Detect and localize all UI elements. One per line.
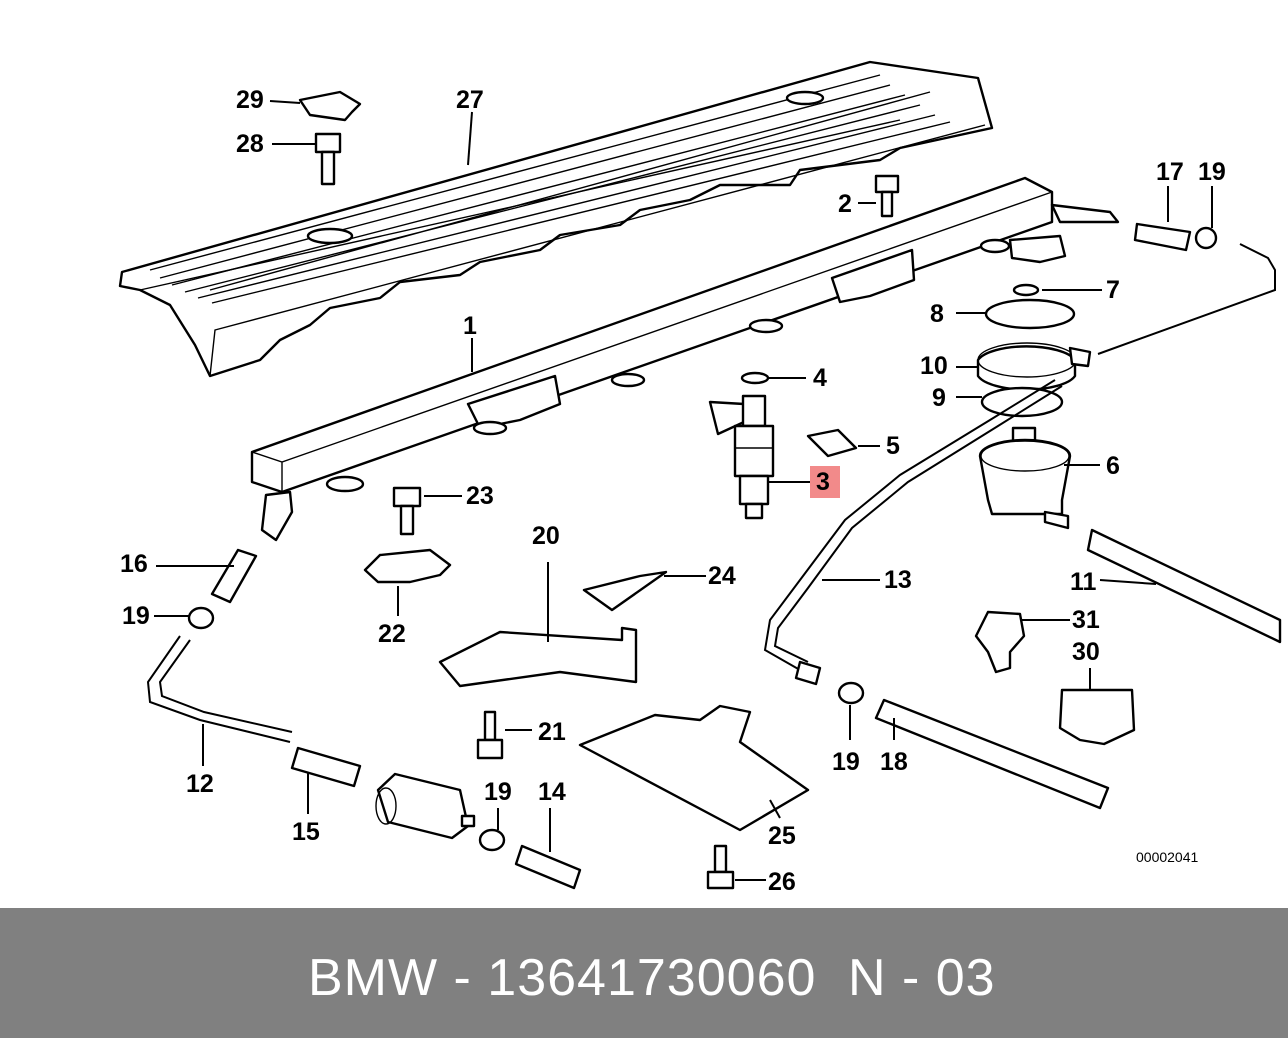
callout-11[interactable]: 11 <box>1070 568 1097 596</box>
part-14-hose <box>514 844 582 890</box>
callout-2[interactable]: 2 <box>838 190 852 218</box>
callout-1[interactable]: 1 <box>463 312 477 340</box>
part-12-fuel-line <box>146 635 293 743</box>
callout-19-right[interactable]: 19 <box>832 748 860 776</box>
part-8-o-ring <box>984 298 1076 330</box>
part-26-bolt <box>706 844 735 890</box>
part-9-ring <box>980 386 1064 418</box>
callout-5[interactable]: 5 <box>886 432 900 460</box>
part-16-hose <box>210 548 258 604</box>
part-19-clamp-right <box>837 681 865 705</box>
part-10-clamp-ring <box>976 342 1092 391</box>
callout-26[interactable]: 26 <box>768 868 796 896</box>
part-27-cover <box>118 60 994 378</box>
callout-6[interactable]: 6 <box>1106 452 1120 480</box>
callout-30[interactable]: 30 <box>1072 638 1100 666</box>
fuel-filter <box>375 772 476 840</box>
callout-8[interactable]: 8 <box>930 300 944 328</box>
callout-12[interactable]: 12 <box>186 770 214 798</box>
part-21-bolt <box>476 710 504 760</box>
callout-25[interactable]: 25 <box>768 822 796 850</box>
callout-31[interactable]: 31 <box>1072 606 1100 634</box>
part-20-bracket <box>438 626 638 688</box>
part-2-bolt <box>874 174 900 218</box>
callout-18[interactable]: 18 <box>880 748 908 776</box>
callout-24[interactable]: 24 <box>708 562 736 590</box>
footer-position-code: N - 03 <box>848 949 996 1007</box>
leader-lines <box>154 100 1213 881</box>
callout-4[interactable]: 4 <box>813 364 827 392</box>
part-1-fuel-rail <box>250 176 1120 542</box>
part-4-washer <box>740 371 770 385</box>
callout-19-bottom[interactable]: 19 <box>484 778 512 806</box>
part-3-injector <box>708 394 775 520</box>
callout-29[interactable]: 29 <box>236 86 264 114</box>
part-6-pressure-regulator <box>978 426 1072 530</box>
part-29-cap <box>298 90 362 122</box>
callout-19[interactable]: 19 <box>1198 158 1226 186</box>
callout-17[interactable]: 17 <box>1156 158 1184 186</box>
part-31-clip <box>974 610 1026 674</box>
callout-28[interactable]: 28 <box>236 130 264 158</box>
parts-diagram: 29 27 28 17 19 2 7 8 1 10 4 9 5 6 3 23 2… <box>118 60 1282 896</box>
callout-23[interactable]: 23 <box>466 482 494 510</box>
part-22-bracket <box>363 548 452 584</box>
callout-21[interactable]: 21 <box>538 718 566 746</box>
callout-19-left[interactable]: 19 <box>122 602 150 630</box>
part-23-bolt <box>392 486 422 536</box>
callout-13[interactable]: 13 <box>884 566 912 594</box>
callout-3[interactable]: 3 <box>816 468 830 496</box>
callout-22[interactable]: 22 <box>378 620 406 648</box>
part-19-clamp-left <box>187 606 215 630</box>
callout-20[interactable]: 20 <box>532 522 560 550</box>
callout-15[interactable]: 15 <box>292 818 320 846</box>
part-19-clamp-top <box>1194 226 1218 250</box>
part-17-hose <box>1133 222 1192 252</box>
callout-7[interactable]: 7 <box>1106 276 1120 304</box>
callout-10[interactable]: 10 <box>920 352 948 380</box>
callout-9[interactable]: 9 <box>932 384 946 412</box>
footer-part-number: BMW - 13641730060 <box>308 949 817 1007</box>
footer-bar <box>0 908 1288 1038</box>
callout-14[interactable]: 14 <box>538 778 566 806</box>
part-30-clip <box>1058 688 1136 746</box>
part-13-fuel-line <box>763 243 1276 686</box>
highlight-box <box>810 466 840 498</box>
part-18-hose <box>874 698 1110 810</box>
part-11-hose <box>1086 528 1282 644</box>
part-24-plate <box>582 570 668 612</box>
part-25-shield <box>578 704 810 832</box>
callout-27[interactable]: 27 <box>456 86 484 114</box>
callout-labels: 29 27 28 17 19 2 7 8 1 10 4 9 5 6 3 23 2… <box>120 86 1226 896</box>
part-15-hose <box>290 746 362 788</box>
callout-16[interactable]: 16 <box>120 550 148 578</box>
part-19-clamp-bottom <box>478 828 506 852</box>
part-5-clip <box>806 428 858 458</box>
part-7-washer <box>1012 283 1040 297</box>
diagram-reference-number: 00002041 <box>1136 849 1199 865</box>
part-28-bolt <box>314 132 342 186</box>
